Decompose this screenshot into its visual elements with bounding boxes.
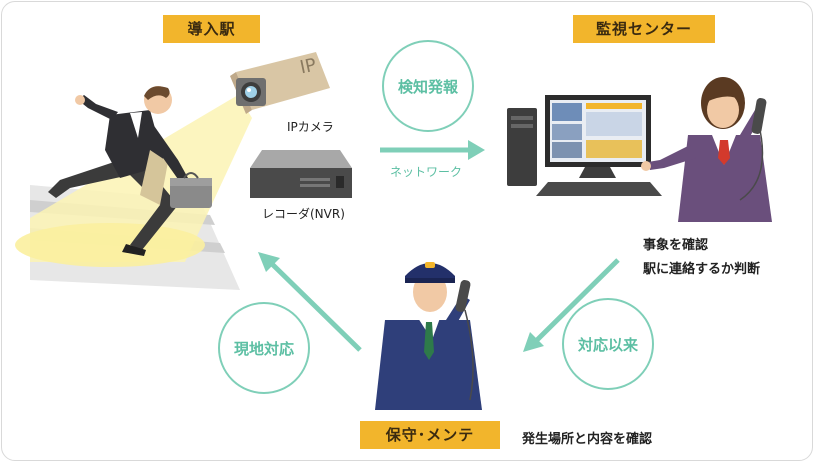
response-request-circle: 対応以来 [562, 298, 654, 390]
ip-camera-icon [230, 52, 330, 114]
onsite-response-circle: 現地対応 [218, 302, 310, 394]
light-spot [15, 223, 205, 267]
maintenance-label: 保守･メンテ [360, 421, 500, 449]
monitor-center-label: 監視センター [573, 15, 715, 43]
center-note-judge: 駅に連絡するか判断 [643, 262, 761, 277]
onsite-arrow [258, 252, 362, 352]
maintenance-person [375, 262, 482, 410]
station-label: 導入駅 [163, 15, 260, 43]
recorder-nvr-icon [250, 150, 352, 198]
network-arrow [380, 140, 485, 160]
network-label: ネットワーク [390, 165, 463, 179]
detect-alert-circle: 検知発報 [382, 40, 474, 132]
operator-person [641, 77, 772, 222]
recorder-label: レコーダ(NVR) [262, 207, 345, 221]
monitor-icon [536, 95, 662, 196]
ip-camera-label: IPカメラ [287, 120, 334, 134]
maintenance-note: 発生場所と内容を確認 [522, 432, 653, 447]
pc-tower-icon [507, 108, 537, 186]
center-note-confirm: 事象を確認 [643, 238, 709, 253]
dispatch-arrow [523, 258, 620, 352]
running-person [48, 86, 212, 256]
